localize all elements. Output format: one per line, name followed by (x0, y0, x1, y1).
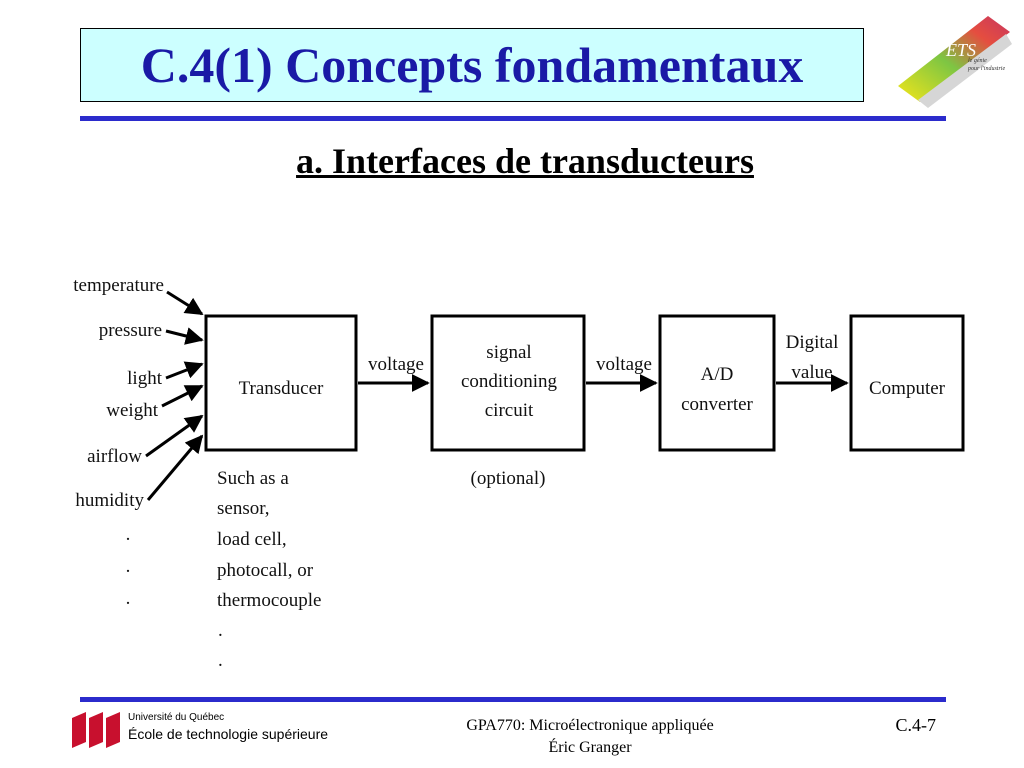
input-pressure: pressure (99, 320, 162, 341)
edge-label-digital: Digital (786, 332, 839, 353)
computer-block (849, 314, 965, 452)
footer-course-info: GPA770: Microélectronique appliquée Éric… (400, 715, 780, 759)
input-humidity: humidity (75, 490, 144, 511)
uq-logo (72, 712, 120, 748)
ets-tagline-1: le génie (968, 58, 987, 64)
edge-label-voltage-2: voltage (596, 354, 652, 375)
transducer-example-3: load cell, (217, 529, 287, 550)
title-box: C.4(1) Concepts fondamentaux (80, 28, 864, 102)
transducer-example-dot-1: . (218, 620, 223, 641)
footer-university: Université du Québec (128, 712, 225, 723)
signal-conditioning-label-2: conditioning (461, 371, 558, 392)
arrow-input-pressure (165, 327, 204, 345)
arrow-input-airflow (145, 414, 204, 458)
transducer-interface-diagram: Transducer signal conditioning circuit A… (73, 275, 965, 671)
input-weight: weight (106, 400, 158, 421)
footer-author: Éric Granger (548, 739, 632, 756)
adc-label-2: converter (681, 394, 753, 415)
signal-conditioning-label-3: circuit (485, 400, 534, 421)
input-dot-1: . (126, 524, 131, 545)
arrow-input-light (165, 361, 204, 380)
footer-course: GPA770: Microélectronique appliquée (466, 717, 714, 734)
ets-logo: ÉTS le génie pour l'industrie (898, 16, 1012, 108)
input-dot-3: . (126, 588, 131, 609)
optional-note: (optional) (471, 468, 546, 489)
input-airflow: airflow (87, 446, 142, 467)
arrow-input-weight (161, 384, 204, 408)
bottom-rule (80, 697, 946, 702)
transducer-example-4: photocall, or (217, 560, 314, 581)
adc-label-1: A/D (701, 364, 734, 385)
signal-conditioning-label-1: signal (486, 342, 531, 363)
edge-label-value: value (791, 362, 832, 383)
input-dot-2: . (126, 556, 131, 577)
transducer-example-5: thermocouple (217, 590, 321, 611)
arrow-input-humidity (146, 434, 204, 501)
arrow-input-temperature (166, 290, 204, 316)
edge-label-voltage-1: voltage (368, 354, 424, 375)
input-light: light (127, 368, 163, 389)
transducer-example-dot-2: . (218, 650, 223, 671)
ets-logo-text: ÉTS (945, 39, 976, 60)
transducer-label: Transducer (239, 378, 324, 399)
footer-school: École de technologie supérieure (128, 726, 329, 742)
computer-label: Computer (869, 378, 946, 399)
transducer-block (204, 314, 358, 452)
ets-tagline-2: pour l'industrie (967, 66, 1005, 72)
transducer-example-2: sensor, (217, 498, 270, 519)
input-temperature: temperature (73, 275, 164, 296)
transducer-example-1: Such as a (217, 468, 289, 489)
adc-block (658, 314, 776, 452)
top-rule (80, 116, 946, 121)
signal-conditioning-block (430, 314, 586, 452)
slide-title: C.4(1) Concepts fondamentaux (140, 37, 804, 93)
slide-subtitle: a. Interfaces de transducteurs (296, 141, 754, 181)
page-number: C.4-7 (895, 715, 937, 735)
